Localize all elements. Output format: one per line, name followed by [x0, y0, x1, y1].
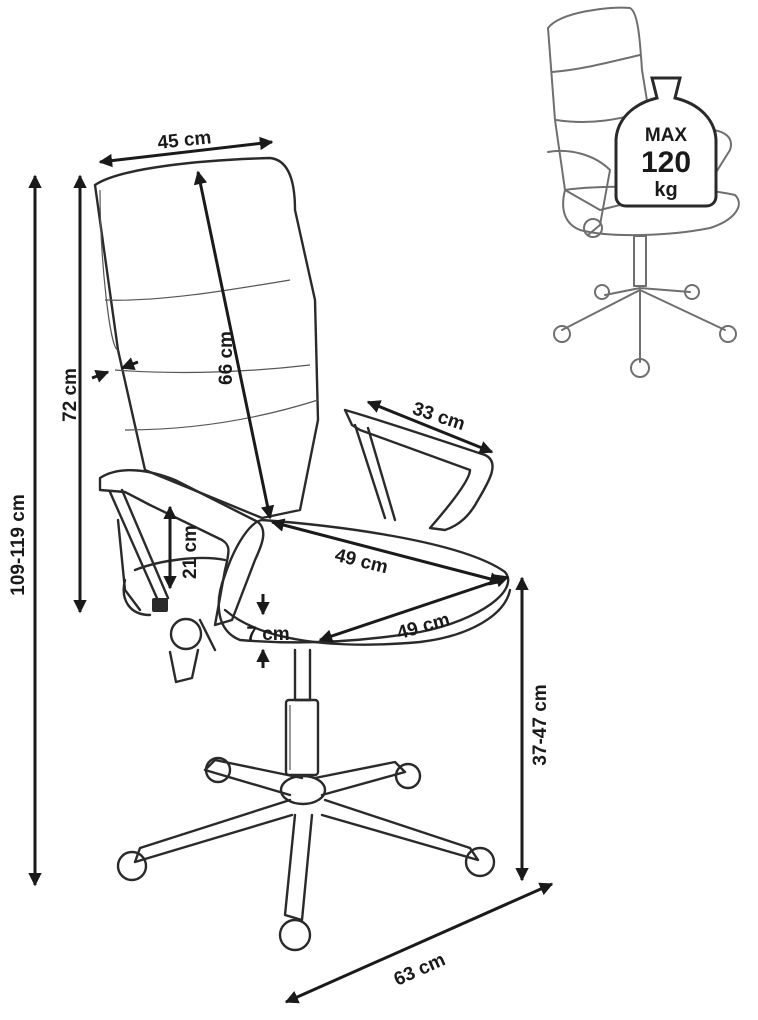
arrow-backrest-thickness-out [91, 369, 110, 383]
mini-chair-illustration [547, 6, 740, 378]
label-base-diameter: 63 cm [391, 949, 449, 990]
right-armrest [343, 408, 494, 532]
arrow-backrest-width [98, 136, 274, 168]
caster-wheels [116, 756, 496, 952]
arrow-seat-width [270, 518, 504, 586]
office-chair-drawing [93, 156, 512, 952]
arrow-base-diameter [284, 882, 554, 1004]
arrow-armrest-length [366, 400, 494, 454]
badge-value: 120 [641, 146, 691, 179]
left-armrest [98, 469, 265, 684]
label-backrest-height: 66 cm [216, 331, 237, 385]
label-seat-height: 37-47 cm [530, 684, 551, 765]
arrow-backrest-thickness-in [120, 357, 139, 371]
star-base [116, 756, 496, 952]
label-total-height: 109-119 cm [8, 494, 29, 595]
gas-lift [284, 648, 320, 777]
backrest [93, 156, 320, 612]
arrow-seat-depth [318, 574, 510, 643]
badge-max: MAX [645, 125, 688, 146]
dimension-labels: 45 cm 66 cm 72 cm 109-119 cm 33 cm 21 cm… [8, 127, 551, 990]
weight-icon [614, 76, 718, 208]
label-seat-thickness: 7 cm [246, 624, 289, 645]
label-armrest-height: 21 cm [180, 525, 201, 579]
label-back-height: 72 cm [60, 368, 81, 422]
arrow-backrest-height [193, 170, 275, 520]
badge-unit: kg [654, 179, 677, 201]
max-load-badge: MAX 120 kg [614, 76, 718, 208]
dimension-lines [28, 136, 554, 1004]
